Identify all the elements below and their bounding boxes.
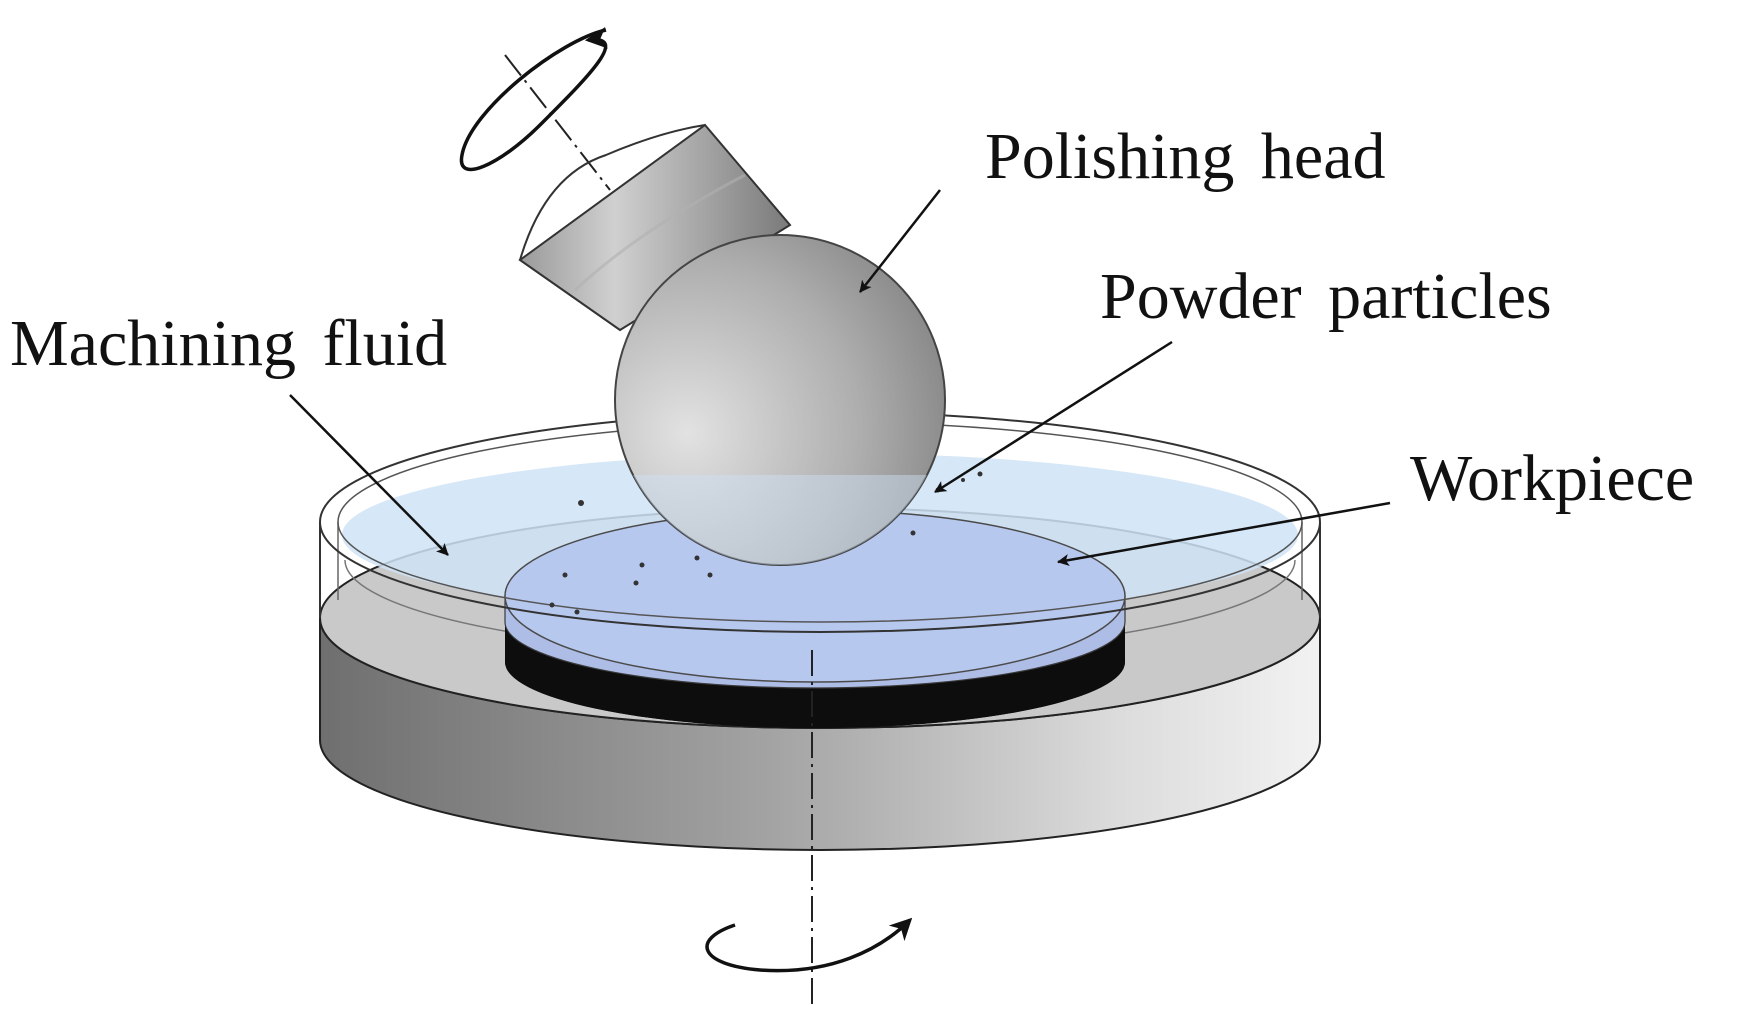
particle bbox=[694, 555, 700, 561]
machining-fluid-pointer bbox=[289, 394, 449, 556]
label-polishing-head: Polishing head bbox=[985, 120, 1386, 193]
particle bbox=[910, 530, 916, 536]
polishing-ball bbox=[614, 234, 946, 566]
particle bbox=[562, 572, 568, 578]
particle bbox=[574, 609, 580, 615]
particle bbox=[961, 478, 965, 482]
polishing-head-pointer bbox=[859, 189, 941, 293]
label-machining-fluid: Machining fluid bbox=[10, 307, 447, 380]
polishing-head bbox=[504, 54, 946, 566]
powder-particles-pointer bbox=[934, 340, 1173, 494]
top-rotation-arrow bbox=[459, 26, 609, 172]
particle bbox=[633, 580, 639, 586]
workpiece-pointer bbox=[1057, 501, 1391, 566]
particle bbox=[707, 572, 713, 578]
particle bbox=[639, 562, 645, 568]
particle bbox=[549, 602, 555, 608]
bottom-rotation-arrow bbox=[705, 917, 913, 973]
particle bbox=[578, 500, 584, 506]
container-front-rim bbox=[319, 521, 1321, 633]
label-powder-particles: Powder particles bbox=[1100, 260, 1552, 333]
workpiece bbox=[504, 509, 1126, 728]
label-workpiece: Workpiece bbox=[1410, 442, 1694, 515]
polishing-axis bbox=[504, 54, 611, 191]
particle bbox=[977, 471, 983, 477]
